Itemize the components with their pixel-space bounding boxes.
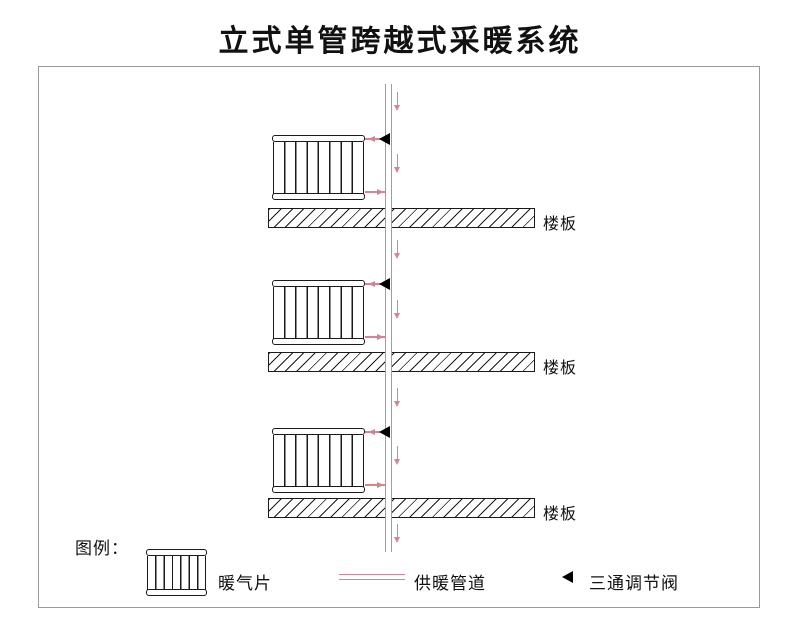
radiator-fins xyxy=(273,434,364,487)
radiator-return-line xyxy=(365,336,386,338)
supply-riser-pipe xyxy=(385,84,392,552)
legend-three-way-valve-icon xyxy=(562,571,573,583)
flow-arrow-right-icon xyxy=(377,188,384,195)
three-way-valve-icon xyxy=(379,133,390,145)
radiator xyxy=(272,280,365,345)
radiator-supply-line xyxy=(365,138,386,140)
three-way-valve-icon xyxy=(379,278,390,290)
flow-arrow-right-icon xyxy=(377,333,384,340)
legend-supply-pipe-icon xyxy=(339,574,405,580)
flow-arrow-down-icon xyxy=(392,446,402,465)
flow-arrow-down-icon xyxy=(392,154,402,173)
radiator xyxy=(272,428,365,493)
legend-valve-label: 三通调节阀 xyxy=(589,574,679,593)
radiator-bottom-header xyxy=(272,193,365,200)
radiator-bottom-header xyxy=(146,589,207,596)
flow-arrow-down-icon xyxy=(392,300,402,319)
radiator-supply-line xyxy=(365,283,386,285)
radiator-return-line xyxy=(365,191,386,193)
radiator-fins xyxy=(273,141,364,194)
radiator-supply-line xyxy=(365,431,386,433)
radiator xyxy=(272,135,365,200)
flow-arrow-left-icon xyxy=(368,280,375,287)
radiator-return-line xyxy=(365,484,386,486)
floor-slab xyxy=(268,208,535,228)
legend-pipe-label: 供暖管道 xyxy=(414,574,486,593)
flow-arrow-right-icon xyxy=(377,481,384,488)
page-title: 立式单管跨越式采暖系统 xyxy=(218,25,582,58)
flow-arrow-down-icon xyxy=(392,524,402,543)
three-way-valve-icon xyxy=(379,426,390,438)
legend-radiator-label: 暖气片 xyxy=(218,574,272,593)
flow-arrow-left-icon xyxy=(368,135,375,142)
radiator-bottom-header xyxy=(272,486,365,493)
radiator-fins xyxy=(147,555,206,590)
floor-slab xyxy=(268,498,535,518)
floor-slab-label: 楼板 xyxy=(543,216,578,233)
floor-slab xyxy=(268,352,535,372)
floor-slab-label: 楼板 xyxy=(543,360,578,377)
radiator-fins xyxy=(273,286,364,339)
diagram-frame xyxy=(38,66,760,608)
radiator-bottom-header xyxy=(272,338,365,345)
flow-arrow-down-icon xyxy=(392,240,402,259)
flow-arrow-down-icon xyxy=(392,92,402,111)
flow-arrow-left-icon xyxy=(368,428,375,435)
floor-slab-label: 楼板 xyxy=(543,506,578,523)
legend-title: 图例： xyxy=(75,539,129,558)
flow-arrow-down-icon xyxy=(392,388,402,407)
legend-radiator-icon xyxy=(146,549,207,596)
